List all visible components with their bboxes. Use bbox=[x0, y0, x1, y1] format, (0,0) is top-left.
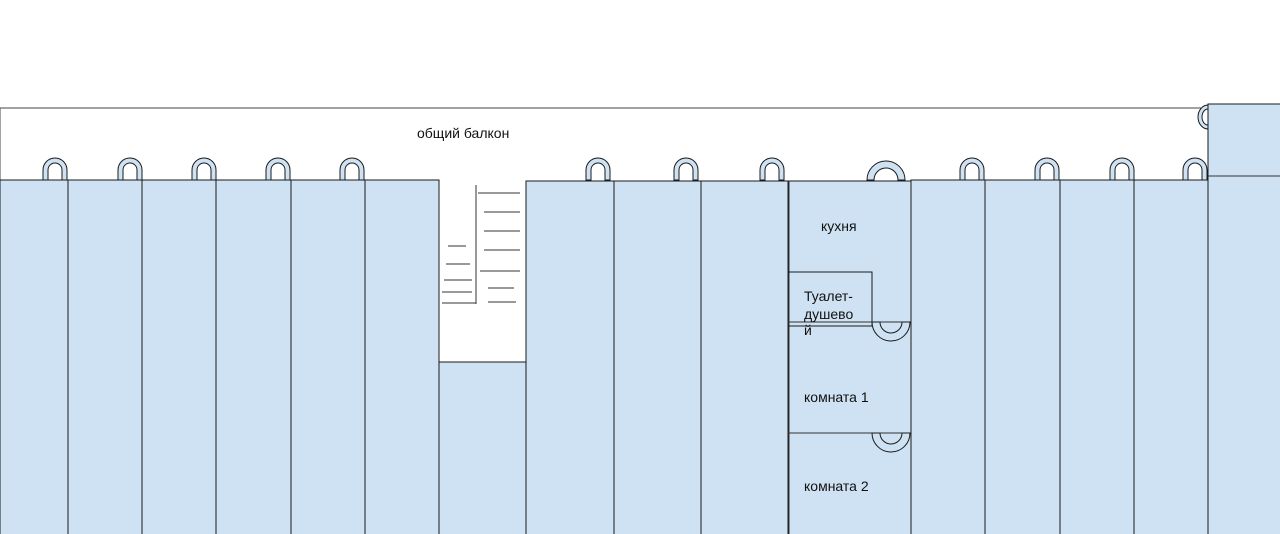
stair-base bbox=[438, 361, 527, 534]
balcony-door-icon bbox=[191, 157, 217, 181]
balcony-door-icon bbox=[959, 157, 985, 181]
balcony-label: общий балкон bbox=[417, 125, 509, 141]
balcony-door-icon bbox=[42, 157, 68, 181]
apartment-4 bbox=[215, 179, 292, 534]
balcony-door-icon bbox=[265, 157, 291, 181]
balcony-door-icon bbox=[117, 157, 143, 181]
apartment-9 bbox=[700, 180, 789, 534]
apartment-detailed bbox=[787, 180, 912, 534]
apartment-7 bbox=[525, 180, 615, 534]
corner-block bbox=[1207, 103, 1280, 534]
balcony-door-icon bbox=[1182, 157, 1208, 181]
toilet-room bbox=[787, 271, 873, 327]
room1-label: комната 1 bbox=[804, 389, 869, 405]
apartment-1 bbox=[0, 179, 69, 534]
apartment-2 bbox=[67, 179, 143, 534]
apartment-13 bbox=[1133, 179, 1209, 534]
apartment-10 bbox=[910, 179, 986, 534]
apartment-5 bbox=[290, 179, 366, 534]
apartment-11 bbox=[984, 179, 1061, 534]
balcony-doors bbox=[42, 157, 1208, 181]
room2-label: комната 2 bbox=[804, 478, 869, 494]
toilet-label-line-2: душево bbox=[804, 306, 853, 322]
corner-door-icon bbox=[1197, 104, 1209, 130]
toilet-label-line-3: й bbox=[804, 322, 812, 338]
balcony-door-icon bbox=[673, 157, 699, 181]
apartment-6 bbox=[364, 179, 440, 534]
balcony-door-icon bbox=[759, 157, 785, 181]
balcony-door-icon bbox=[339, 157, 365, 181]
toilet-label-line-1: Туалет- bbox=[804, 288, 853, 304]
balcony-door-icon bbox=[1109, 157, 1135, 181]
balcony-door-icon bbox=[1034, 157, 1060, 181]
apartment-8 bbox=[613, 180, 702, 534]
room-door-icon bbox=[871, 432, 911, 453]
balcony-door-icon bbox=[585, 157, 611, 181]
kitchen-label: кухня bbox=[821, 218, 857, 234]
apartment-3 bbox=[141, 179, 217, 534]
apartment-entry-door-icon bbox=[866, 160, 906, 181]
apartment-12 bbox=[1059, 179, 1135, 534]
toilet-door-icon bbox=[871, 321, 911, 342]
staircase bbox=[442, 185, 520, 304]
